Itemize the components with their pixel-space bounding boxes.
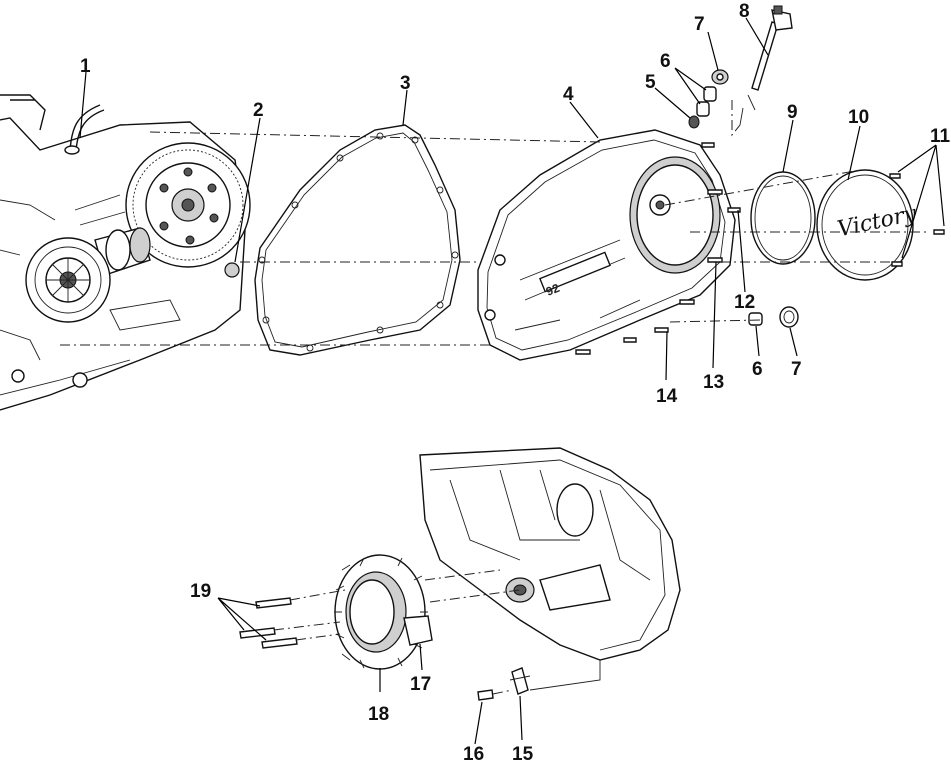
- cover-gasket: [254, 124, 461, 356]
- callout-1: 1: [80, 56, 91, 77]
- oring-small: [688, 115, 700, 129]
- callout-19: 19: [190, 581, 211, 602]
- cover-badge: 92: [544, 281, 562, 299]
- callout-16: 16: [463, 744, 484, 763]
- callout-7-top: 7: [694, 14, 705, 35]
- callout-3: 3: [400, 73, 411, 94]
- bolts-right: [575, 142, 945, 355]
- o-ring: [750, 171, 816, 265]
- inner-case: [419, 447, 681, 691]
- callout-6-top: 6: [660, 51, 671, 72]
- callout-12: 12: [734, 292, 755, 313]
- callout-14: 14: [656, 386, 678, 407]
- callout-4: 4: [563, 84, 574, 105]
- seal-washer-bottom: [779, 306, 799, 328]
- engine-assembly: [0, 94, 251, 411]
- outer-primary-cover: 92: [477, 129, 736, 361]
- callout-11: 11: [930, 126, 951, 147]
- callout-9: 9: [787, 102, 798, 123]
- callout-5: 5: [645, 72, 656, 93]
- callout-8: 8: [739, 1, 750, 22]
- seal-washer-top: [711, 69, 729, 85]
- dipstick: [739, 5, 793, 126]
- derby-cover: Victory: [816, 169, 919, 281]
- assembly-lines: [60, 100, 930, 346]
- callout-13: 13: [703, 372, 724, 393]
- clip-bolt: [477, 689, 513, 701]
- clip-bracket: [509, 667, 531, 695]
- callout-2: 2: [253, 100, 264, 121]
- plug-bottom: [748, 312, 763, 326]
- leader-lines: [79, 17, 945, 745]
- stator-screws: [239, 569, 521, 649]
- callout-15: 15: [512, 744, 534, 763]
- callout-7-bottom: 7: [791, 359, 802, 380]
- callout-17: 17: [410, 674, 431, 695]
- callout-10: 10: [848, 107, 869, 128]
- callout-6-bottom: 6: [752, 359, 763, 380]
- plug-top: [696, 86, 717, 117]
- callout-18: 18: [368, 704, 389, 725]
- stator: [334, 554, 433, 670]
